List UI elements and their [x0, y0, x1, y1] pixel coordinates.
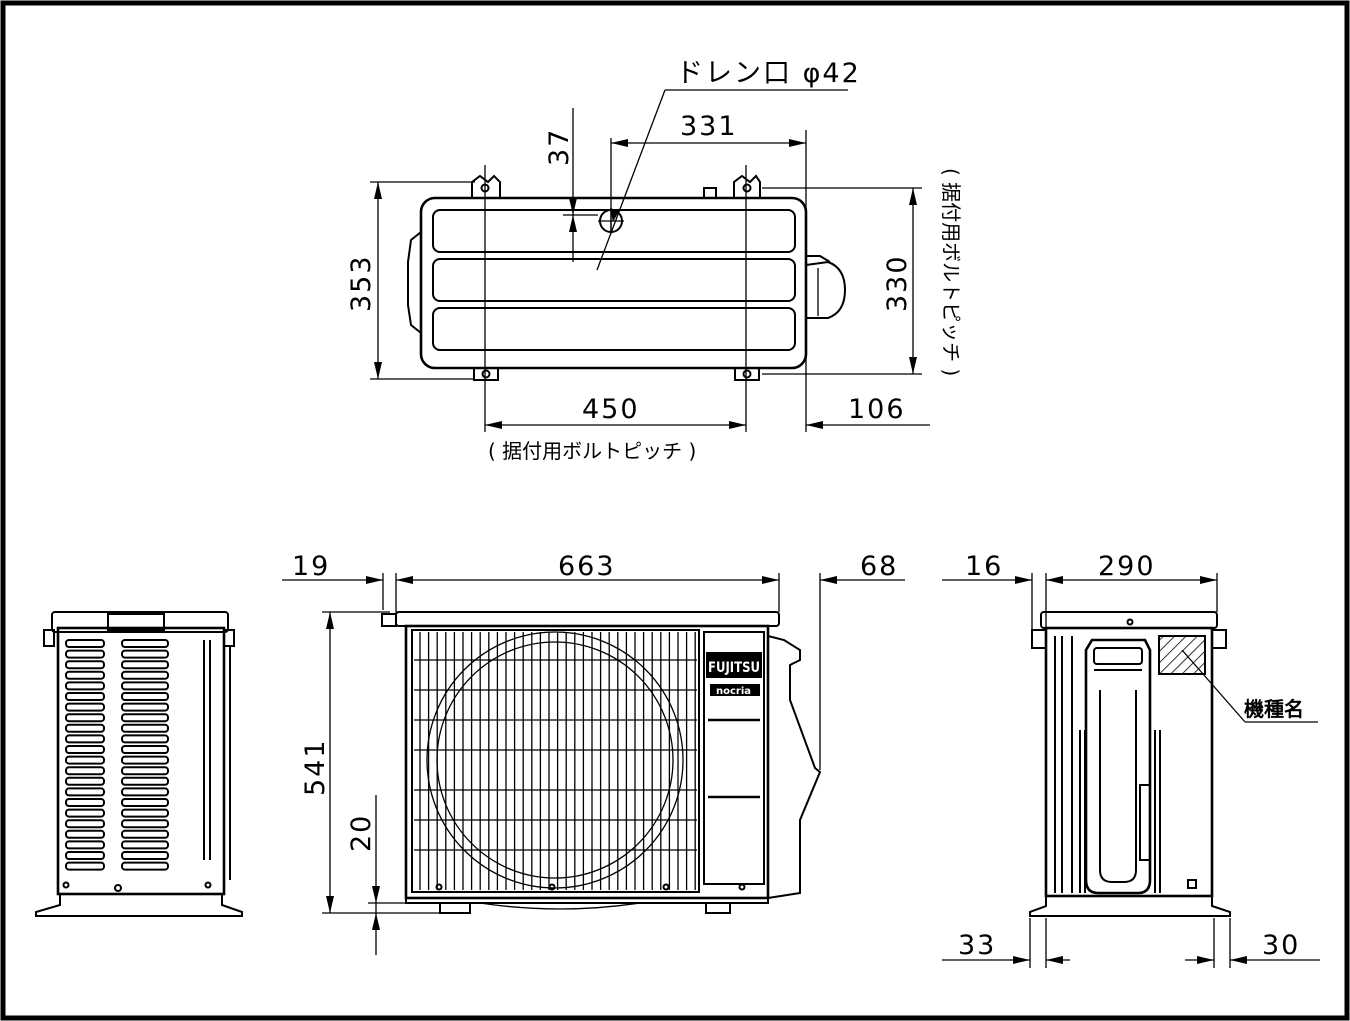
louver-slot: [65, 851, 105, 860]
louver-slot: [121, 829, 169, 839]
louver-slot: [121, 702, 169, 712]
louver-slot: [121, 787, 169, 797]
louver-slot: [121, 670, 169, 680]
bolt-pitch-note: ( 据付用ボルトピッチ ): [488, 439, 696, 463]
dim-16: 16: [965, 551, 1003, 582]
louver-slot: [65, 861, 105, 871]
louver-slot: [65, 681, 105, 691]
dim-30: 30: [1262, 930, 1300, 961]
louver-slot: [121, 681, 169, 691]
top-slat-3: [432, 307, 796, 351]
louver-slot: [121, 755, 169, 765]
front-view-body: [404, 624, 770, 900]
dim-331: 331: [680, 111, 738, 142]
left-view-body: [56, 626, 226, 896]
bolt-pitch-note-vertical: ( 据付用ボルトピッチ ): [939, 168, 963, 376]
drain-label: ドレン口 φ42: [676, 58, 861, 89]
louver-slot: [121, 723, 169, 733]
louver-slot: [65, 755, 105, 765]
louver-slot: [65, 798, 105, 807]
louver-slot: [65, 819, 105, 829]
louver-slot: [121, 692, 169, 701]
louver-slot: [121, 766, 169, 776]
louver-slot: [121, 819, 169, 829]
top-view-body: [419, 196, 808, 370]
louver-slot: [65, 692, 105, 701]
dim-450: 450: [582, 394, 640, 425]
louver-slot: [65, 829, 105, 839]
dim-330: 330: [882, 254, 913, 312]
bolt-bracket-tr: [733, 174, 761, 198]
dim-106: 106: [848, 394, 906, 425]
louver-slot: [121, 776, 169, 786]
louver-slot: [65, 808, 105, 818]
louver-slot: [121, 660, 169, 670]
bolt-bracket-tl: [471, 174, 501, 198]
louver-slot: [65, 787, 105, 797]
louver-slot: [65, 660, 105, 670]
louver-slot: [121, 798, 169, 807]
louver-slot: [121, 639, 169, 648]
louver-slot: [121, 808, 169, 818]
louver-slot: [65, 639, 105, 648]
brand-logo-text: FUJITSU: [708, 660, 760, 676]
louver-slot: [65, 840, 105, 850]
dim-20: 20: [346, 814, 377, 852]
louver-slot: [65, 766, 105, 776]
louver-slot: [121, 851, 169, 860]
louver-slot: [65, 649, 105, 659]
louver-slot: [65, 713, 105, 723]
louver-slot: [121, 840, 169, 850]
dim-541: 541: [300, 738, 331, 796]
dim-663: 663: [558, 551, 616, 582]
right-side-view: 機種名 16 290 33 30: [942, 551, 1320, 968]
louver-slot: [121, 734, 169, 744]
dim-33: 33: [958, 930, 996, 961]
louver-slot: [65, 670, 105, 680]
louver-slot: [121, 649, 169, 659]
dim-353: 353: [346, 254, 377, 312]
left-view-louvers: [65, 639, 169, 871]
louver-slot: [121, 713, 169, 723]
sub-logo-text: nocria: [716, 686, 751, 697]
dim-68: 68: [860, 551, 898, 582]
valve-cover: [1084, 638, 1152, 895]
top-view: ドレン口 φ42 37 331 353 330 ( 据付用ボルトピッチ ) 45…: [346, 58, 963, 463]
brand-logo: [706, 652, 762, 678]
louver-slot: [121, 861, 169, 871]
louver-slot: [121, 745, 169, 754]
louver-slot: [65, 723, 105, 733]
dim-37: 37: [544, 128, 575, 166]
louver-slot: [65, 702, 105, 712]
right-view-body: [1044, 626, 1214, 898]
dim-290: 290: [1098, 551, 1156, 582]
left-side-view: [35, 611, 243, 917]
front-view: FUJITSU nocria 19 663 68: [282, 551, 905, 955]
fan-guard-grille: [411, 629, 700, 893]
model-label: 機種名: [1244, 697, 1304, 721]
top-slat-2: [432, 258, 796, 302]
louver-slot: [65, 776, 105, 786]
dim-19: 19: [292, 551, 330, 582]
louver-slot: [65, 745, 105, 754]
louver-slot: [65, 734, 105, 744]
